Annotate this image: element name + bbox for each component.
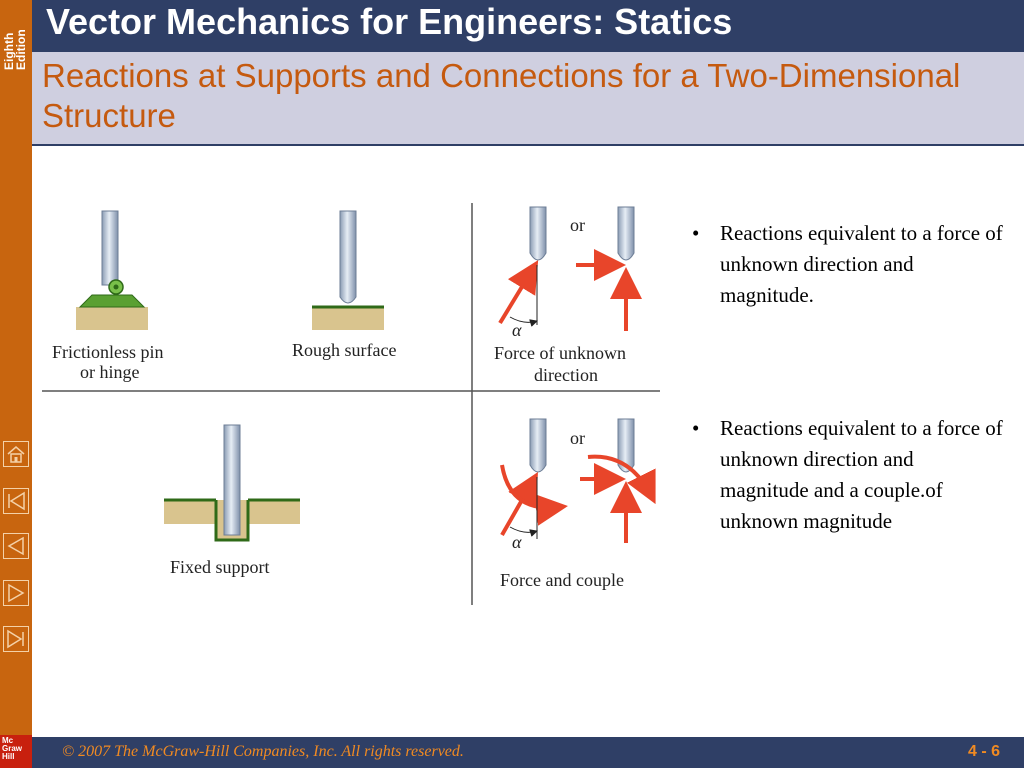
force-unknown-direction-drawing [498,206,642,331]
edition-label: Eighth Edition [2,29,28,70]
alpha-label-top: α [512,320,522,340]
previous-slide-icon [7,536,24,556]
or-label-bottom: or [570,428,585,448]
fixed-caption: Fixed support [170,557,270,577]
publisher-logo: Mc Graw Hill [0,735,32,768]
previous-slide-button[interactable] [3,533,29,559]
rough-surface-drawing [312,210,384,330]
bullet-item: • Reactions equivalent to a force of unk… [686,218,1006,311]
last-slide-icon [7,629,24,649]
frictionless-pin-drawing [76,210,148,330]
pin-caption-line2: or hinge [80,362,139,382]
force-and-couple-drawing [500,418,656,543]
bullet-text: Reactions equivalent to a force of unkno… [720,416,1003,533]
next-slide-icon [8,583,25,603]
pin-caption-line1: Frictionless pin [52,342,164,362]
slide-header: Vector Mechanics for Engineers: Statics [32,0,1024,52]
page-number: 4 - 6 [967,743,1000,760]
last-slide-button[interactable] [3,626,29,652]
slide-footer: © 2007 The McGraw-Hill Companies, Inc. A… [32,737,1024,768]
first-slide-icon [8,491,25,511]
bullet-dot: • [692,221,700,245]
first-slide-button[interactable] [3,488,29,514]
sidebar: Eighth Edition Mc Graw Hill [0,0,32,768]
slide-title-bar: Reactions at Supports and Connections fo… [32,52,1024,146]
couple-caption: Force and couple [500,570,624,590]
bullet-dot: • [692,416,700,440]
next-slide-button[interactable] [3,580,29,606]
alpha-label-bottom: α [512,532,522,552]
slide-title: Reactions at Supports and Connections fo… [42,57,961,134]
or-label-top: or [570,215,585,235]
home-icon [7,446,25,463]
edition-label-box: Eighth Edition [0,0,32,70]
supports-figure: Frictionless pin or hinge Rough surface … [42,203,660,605]
book-title: Vector Mechanics for Engineers: Statics [46,1,733,42]
force-caption-line2: direction [534,365,598,385]
force-caption-line1: Force of unknown [494,343,626,363]
fixed-support-drawing [164,424,300,542]
home-button[interactable] [3,441,29,467]
bullet-text: Reactions equivalent to a force of unkno… [720,221,1003,307]
rough-caption: Rough surface [292,340,396,360]
copyright-text: © 2007 The McGraw-Hill Companies, Inc. A… [62,743,464,760]
bullet-item: • Reactions equivalent to a force of unk… [686,413,1006,537]
bullet-list: • Reactions equivalent to a force of unk… [686,218,1006,537]
